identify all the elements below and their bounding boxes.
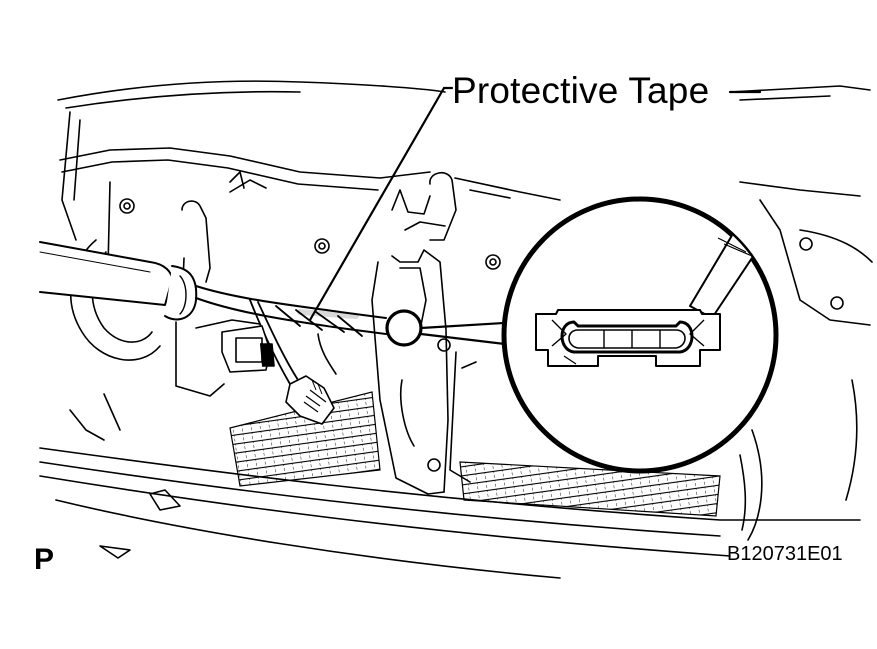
radiator-grille: [230, 392, 720, 516]
figure-code: B120731E01: [727, 543, 843, 565]
view-letter: P: [34, 543, 55, 576]
wire-harness: [40, 242, 386, 384]
protective-tape-label: Protective Tape: [452, 70, 710, 111]
detail-magnifier: [504, 199, 776, 471]
vehicle-structure: [40, 81, 872, 578]
harness-connector: [222, 326, 334, 424]
clamp-location-circle: [387, 311, 421, 345]
